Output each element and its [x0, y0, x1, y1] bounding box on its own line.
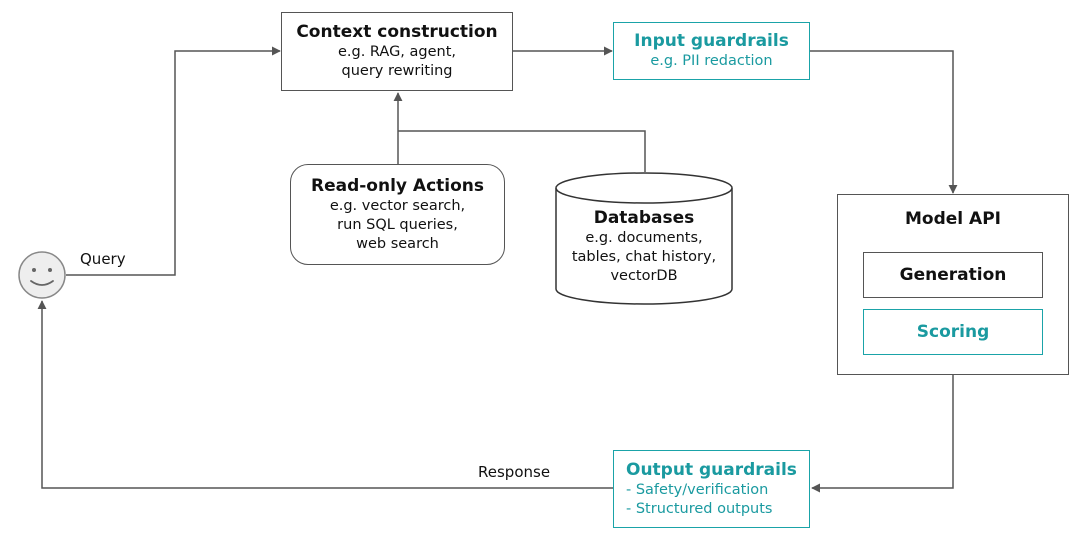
query-label: Query: [80, 250, 126, 268]
output-guardrails-title: Output guardrails: [626, 459, 797, 480]
databases-line: tables, chat history,: [571, 249, 717, 265]
model-api-title: Model API: [905, 209, 1001, 229]
query-edge: [66, 46, 281, 276]
databases-title: Databases: [593, 208, 695, 228]
output-guardrails-box: Output guardrails - Safety/verification …: [613, 450, 810, 528]
context-construction-box: Context construction e.g. RAG, agent, qu…: [281, 12, 513, 91]
input-to-model-edge: [810, 50, 958, 194]
output-guardrails-line: - Structured outputs: [626, 500, 773, 517]
input-guardrails-line: e.g. PII redaction: [650, 53, 773, 69]
output-guardrails-line: - Safety/verification: [626, 481, 769, 498]
input-guardrails-box: Input guardrails e.g. PII redaction: [613, 22, 810, 80]
scoring-label: Scoring: [916, 321, 990, 342]
response-label: Response: [478, 463, 551, 481]
read-only-actions-title: Read-only Actions: [310, 175, 484, 196]
database-cylinder: [555, 172, 733, 305]
read-only-actions-line: e.g. vector search,: [329, 197, 466, 214]
context-construction-line: e.g. RAG, agent,: [337, 44, 457, 60]
read-only-actions-line: run SQL queries,: [337, 216, 458, 233]
databases-line: e.g. documents,: [585, 230, 703, 246]
context-construction-line: query rewriting: [341, 63, 453, 79]
generation-label: Generation: [899, 264, 1007, 285]
databases-to-context-edge: [398, 130, 646, 172]
generation-box: Generation: [863, 252, 1043, 298]
context-construction-title: Context construction: [296, 22, 498, 42]
model-to-output-edge: [811, 375, 954, 493]
input-guardrails-title: Input guardrails: [634, 31, 789, 51]
databases-box: Databases e.g. documents, tables, chat h…: [556, 208, 732, 286]
scoring-box: Scoring: [863, 309, 1043, 355]
smiley-face-icon: [18, 251, 66, 299]
read-only-actions-line: web search: [356, 235, 439, 252]
read-only-actions-box: Read-only Actions e.g. vector search, ru…: [290, 164, 505, 265]
response-edge: [37, 300, 613, 489]
databases-line: vectorDB: [610, 268, 678, 284]
